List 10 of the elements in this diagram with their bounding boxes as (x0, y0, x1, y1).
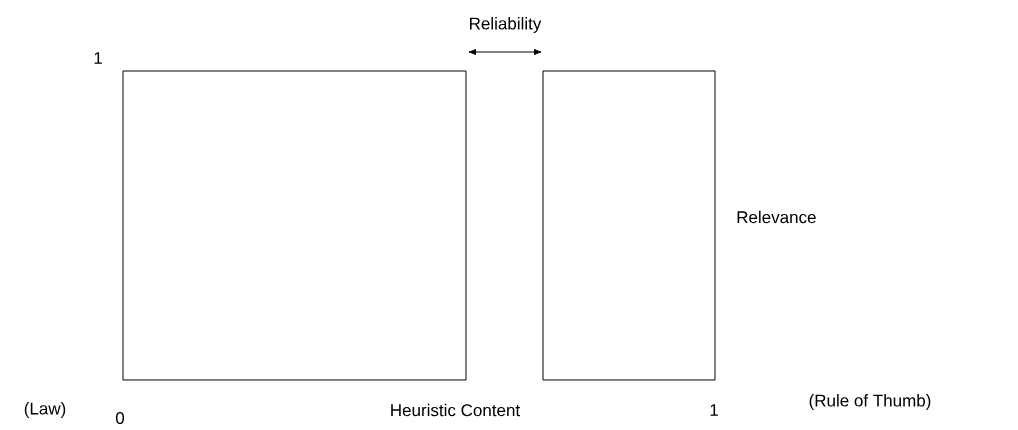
axis-label: Relevance (737, 210, 816, 224)
axis-label: 0 (115, 411, 125, 424)
axis-label: Reliability (470, 17, 542, 33)
axis-label: (Rule of Thumb) (809, 394, 931, 410)
empty-box (542, 70, 716, 381)
axis-label: 1 (94, 52, 102, 64)
axis-label: (Law) (24, 402, 66, 418)
axis-label: 1 (710, 404, 718, 416)
empty-box (122, 70, 467, 381)
axis-label: Heuristic Content (391, 403, 521, 417)
